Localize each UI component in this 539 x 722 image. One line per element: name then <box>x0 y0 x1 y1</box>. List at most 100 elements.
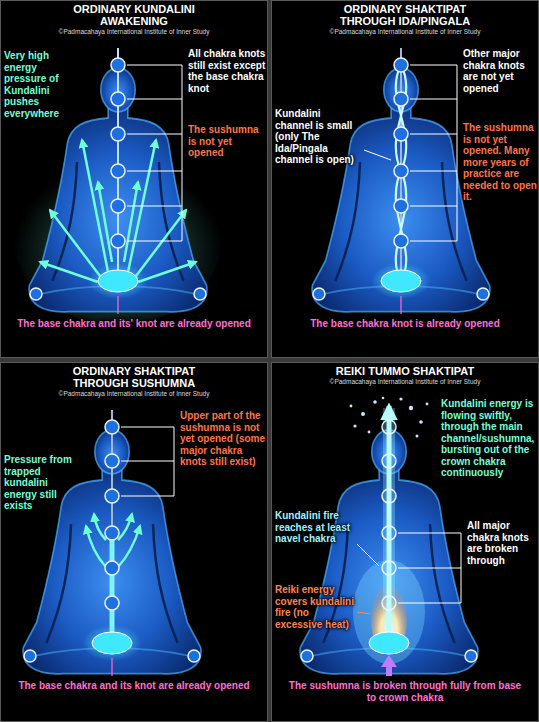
callout-label: The base chakra and its knot are already… <box>14 680 254 692</box>
illustration-circle <box>105 526 119 540</box>
panel-title: ORDINARY SHAKTIPAT THROUGH SUSHUMNA <box>46 365 222 389</box>
illustration-rect <box>272 363 539 722</box>
illustration-circle <box>382 596 396 610</box>
illustration-line <box>136 210 186 276</box>
illustration-circle <box>373 400 377 404</box>
illustration-line <box>117 296 118 314</box>
illustration-path <box>398 533 461 603</box>
callout-label: Other major chakra knots are not yet ope… <box>463 48 537 94</box>
callout-label: Upper part of the sushumna is not yet op… <box>180 410 266 468</box>
illustration-circle <box>111 199 125 213</box>
copyright-note: ©Padmacahaya International Institute of … <box>317 378 493 386</box>
illustration-line <box>387 406 392 643</box>
illustration-circle <box>105 489 119 503</box>
panel-heading: ORDINARY SHAKTIPAT THROUGH IDA/PINGALA©P… <box>317 3 493 36</box>
illustration-circle <box>111 127 125 141</box>
illustration-circle <box>382 420 396 434</box>
illustration-circle <box>394 92 408 106</box>
illustration-g <box>30 58 206 300</box>
callout-label: The sushumna is not yet opened. Many mor… <box>463 122 537 203</box>
illustration-circle <box>194 288 206 300</box>
panel-title: REIKI TUMMO SHAKTIPAT <box>317 365 493 377</box>
illustration-ellipse <box>92 632 132 654</box>
illustration-circle <box>394 164 408 178</box>
callout-label: All major chakra knots are broken throug… <box>467 520 537 566</box>
illustration-rect <box>1 1 268 358</box>
illustration-circle <box>105 596 119 610</box>
illustration-line <box>364 150 391 160</box>
illustration-line <box>357 612 371 614</box>
illustration-ellipse <box>82 625 142 661</box>
callout-label: The sushumna is not yet opened <box>188 124 266 159</box>
illustration-path <box>86 526 106 567</box>
callout-label: Kundalini energy is flowing swiftly, thr… <box>441 398 537 479</box>
illustration-circle <box>350 405 353 408</box>
diagram-panel: ORDINARY SHAKTIPAT THROUGH IDA/PINGALA©P… <box>271 0 539 358</box>
illustration-ellipse <box>381 270 421 292</box>
illustration-circle <box>477 288 489 300</box>
illustration-circle <box>394 127 408 141</box>
illustration-circle <box>382 526 396 540</box>
callout-label: Very high energy pressure of Kundalini p… <box>4 50 78 119</box>
illustration-path <box>410 65 457 241</box>
callout-label: Reiki energy covers kundalini fire (no e… <box>275 584 355 630</box>
copyright-note: ©Padmacahaya International Institute of … <box>46 28 222 36</box>
illustration-circle <box>416 435 419 438</box>
panel-heading: ORDINARY KUNDALINI AWAKENING©Padmacahaya… <box>46 3 222 36</box>
illustration-g <box>313 58 489 300</box>
panel-art-1 <box>1 1 268 358</box>
illustration-circle <box>30 288 42 300</box>
illustration-circle <box>105 454 119 468</box>
illustration-circle <box>382 561 396 575</box>
illustration-circle <box>111 92 125 106</box>
illustration-line <box>357 544 379 566</box>
illustration-circle <box>111 234 125 248</box>
illustration-circle <box>382 489 396 503</box>
callout-label: Kundalini fire reaches at least navel ch… <box>275 510 355 545</box>
diagram-panel: ORDINARY SHAKTIPAT THROUGH SUSHUMNA©Padm… <box>0 362 268 722</box>
illustration-circle <box>465 650 477 662</box>
illustration-circle <box>111 164 125 178</box>
illustration-circle <box>368 431 371 434</box>
panel-heading: ORDINARY SHAKTIPAT THROUGH SUSHUMNA©Padm… <box>46 365 222 398</box>
illustration-circle <box>419 420 423 424</box>
illustration-circle <box>399 397 402 400</box>
panel-heading: REIKI TUMMO SHAKTIPAT©Padmacahaya Intern… <box>317 365 493 386</box>
illustration-g <box>350 397 429 438</box>
illustration-line <box>98 182 112 262</box>
illustration-circle <box>394 58 408 72</box>
illustration-path <box>121 427 174 496</box>
callout-label: The sushumna is broken through fully fro… <box>285 680 525 703</box>
illustration-rect <box>1 363 268 722</box>
illustration-circle <box>353 424 356 427</box>
illustration-circle <box>24 650 36 662</box>
illustration-line <box>50 210 100 276</box>
illustration-line <box>111 658 112 676</box>
illustration-path <box>118 526 140 567</box>
illustration-rect <box>272 1 539 358</box>
callout-label: All chakra knots still exist except the … <box>188 48 266 94</box>
illustration-line <box>124 182 138 262</box>
illustration-circle <box>313 288 325 300</box>
illustration-line <box>400 296 401 314</box>
illustration-ellipse <box>88 263 148 299</box>
illustration-circle <box>105 420 119 434</box>
illustration-path <box>381 655 397 676</box>
callout-label: Pressure from trapped kundalini energy s… <box>4 454 80 512</box>
illustration-g <box>86 514 140 567</box>
callout-label: The base chakra and its' knot are alread… <box>14 318 254 330</box>
illustration-circle <box>426 403 429 406</box>
panel-art-2 <box>272 1 539 358</box>
callout-label: The base chakra knot is already opened <box>285 318 525 330</box>
copyright-note: ©Padmacahaya International Institute of … <box>317 28 493 36</box>
illustration-circle <box>301 650 313 662</box>
diagram-panel: ORDINARY KUNDALINI AWAKENING©Padmacahaya… <box>0 0 268 358</box>
illustration-g <box>382 420 396 610</box>
illustration-circle <box>409 406 413 410</box>
illustration-ellipse <box>371 263 431 299</box>
illustration-path <box>118 514 132 540</box>
panel-title: ORDINARY KUNDALINI AWAKENING <box>46 3 222 27</box>
copyright-note: ©Padmacahaya International Institute of … <box>46 390 222 398</box>
illustration-line <box>82 140 108 272</box>
